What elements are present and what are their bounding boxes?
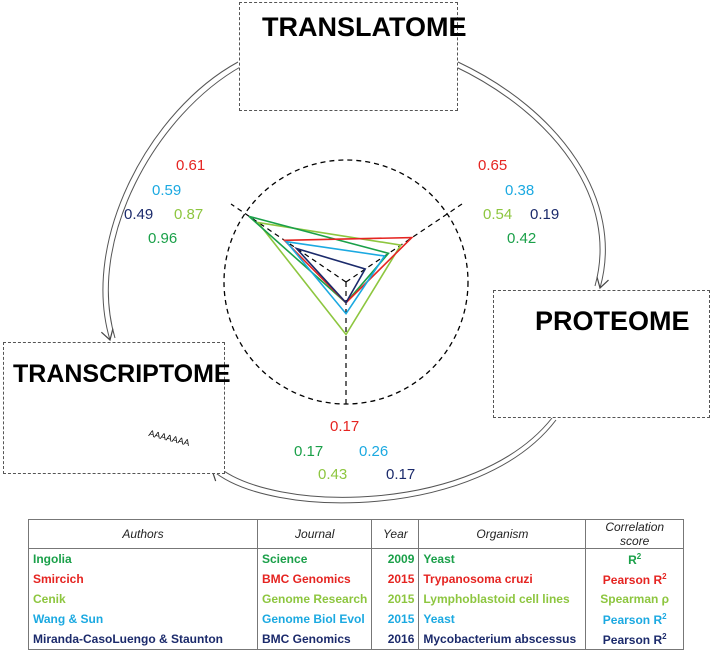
cell-correlation-score: R2 bbox=[585, 548, 684, 569]
arrow-translatome-proteome bbox=[457, 61, 609, 290]
tp-wang: 0.38 bbox=[505, 182, 535, 199]
score-label: Pearson R bbox=[602, 612, 663, 627]
tt-ingolia: 0.96 bbox=[148, 230, 178, 247]
translatome-title: TRANSLATOME bbox=[262, 12, 467, 42]
transcriptome-title: TRANSCRIPTOME bbox=[13, 360, 231, 388]
cell-authors: Smircich bbox=[28, 569, 258, 589]
score-label: R bbox=[628, 552, 637, 567]
tpr-ingolia: 0.17 bbox=[294, 443, 324, 460]
cell-journal: Science bbox=[256, 548, 373, 569]
score-label: Pearson R bbox=[602, 632, 663, 647]
cell-authors: Wang & Sun bbox=[28, 609, 258, 629]
cell-journal: Genome Research bbox=[256, 589, 373, 609]
tpr-miranda: 0.17 bbox=[386, 466, 416, 483]
radar-polygon-smircich bbox=[282, 236, 414, 304]
tpr-cenik: 0.43 bbox=[318, 466, 348, 483]
cell-organism: Yeast bbox=[418, 609, 587, 629]
cell-authors: Cenik bbox=[28, 589, 258, 609]
cell-year: 2015 bbox=[371, 569, 420, 589]
tpr-smircich: 0.17 bbox=[330, 418, 360, 435]
score-label: Spearman ρ bbox=[600, 592, 670, 606]
cell-correlation-score: Pearson R2 bbox=[585, 629, 684, 650]
cell-journal: BMC Genomics bbox=[256, 569, 373, 589]
cell-year: 2009 bbox=[371, 548, 420, 569]
cell-correlation-score: Spearman ρ bbox=[585, 589, 684, 609]
arrow-translatome-transcriptome bbox=[100, 61, 239, 342]
tt-miranda: 0.49 bbox=[124, 206, 154, 223]
proteome-box bbox=[493, 290, 710, 418]
header-correlation-score: Correlation score bbox=[585, 519, 684, 549]
cell-authors: Ingolia bbox=[28, 548, 258, 569]
tp-smircich: 0.65 bbox=[478, 157, 508, 174]
radar-axis-proteome bbox=[345, 203, 463, 283]
cell-authors: Miranda-CasoLuengo & Staunton bbox=[28, 629, 258, 650]
radar-polygon-miranda bbox=[293, 246, 367, 305]
cell-correlation-score: Pearson R2 bbox=[585, 569, 684, 589]
tp-miranda: 0.19 bbox=[530, 206, 560, 223]
cell-year: 2015 bbox=[371, 609, 420, 629]
tp-ingolia: 0.42 bbox=[507, 230, 537, 247]
cell-organism: Mycobacterium abscessus bbox=[418, 629, 587, 650]
tt-wang: 0.59 bbox=[152, 182, 182, 199]
cell-journal: Genome Biol Evol bbox=[256, 609, 373, 629]
transcriptome-box bbox=[3, 342, 225, 474]
cell-journal: BMC Genomics bbox=[256, 629, 373, 650]
cell-year: 2015 bbox=[371, 589, 420, 609]
tpr-wang: 0.26 bbox=[359, 443, 389, 460]
header-organism: Organism bbox=[418, 519, 587, 549]
translatome-box bbox=[239, 2, 458, 111]
cell-organism: Lymphoblastoid cell lines bbox=[418, 589, 587, 609]
header-journal: Journal bbox=[256, 519, 373, 549]
references-table: Authors Journal Year Organism Correlatio… bbox=[28, 519, 684, 650]
cell-organism: Trypanosoma cruzi bbox=[418, 569, 587, 589]
radar-polygon-wang bbox=[284, 240, 386, 316]
cell-year: 2016 bbox=[371, 629, 420, 650]
score-superscript: 2 bbox=[662, 611, 667, 621]
radar-chart bbox=[223, 159, 469, 405]
score-label: Pearson R bbox=[602, 572, 663, 587]
proteome-title: PROTEOME bbox=[535, 306, 690, 336]
radar-polygon-ingolia bbox=[248, 215, 390, 304]
header-year: Year bbox=[371, 519, 420, 549]
score-superscript: 2 bbox=[636, 551, 642, 561]
tt-cenik: 0.87 bbox=[174, 206, 204, 223]
cell-organism: Yeast bbox=[418, 548, 587, 569]
cycle-arrows bbox=[100, 61, 609, 504]
score-superscript: 2 bbox=[662, 571, 667, 581]
tp-cenik: 0.54 bbox=[483, 206, 513, 223]
table-header-row: Authors Journal Year Organism Correlatio… bbox=[28, 519, 684, 549]
header-authors: Authors bbox=[28, 519, 258, 549]
radar-polygon-cenik bbox=[256, 221, 403, 336]
arrow-proteome-transcriptome bbox=[211, 419, 557, 504]
score-superscript: 2 bbox=[662, 631, 667, 641]
cell-correlation-score: Pearson R2 bbox=[585, 609, 684, 629]
tt-smircich: 0.61 bbox=[176, 157, 206, 174]
